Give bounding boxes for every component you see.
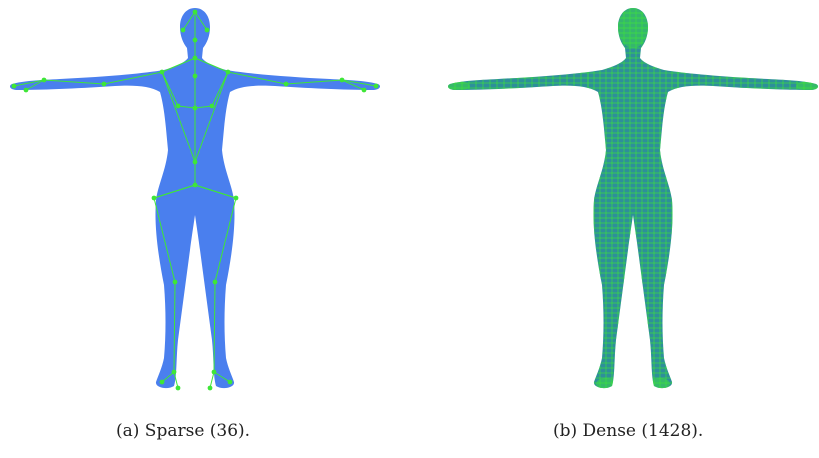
- keypoint-neck: [193, 56, 198, 61]
- mesh-head-dense: [618, 8, 648, 48]
- keypoint-spine1: [193, 74, 198, 79]
- keypoint-ankL: [172, 370, 177, 375]
- keypoint-hd2L: [24, 88, 29, 93]
- keypoint-hipR: [234, 196, 239, 201]
- keypoint-toeL: [160, 380, 165, 385]
- keypoint-kneeR: [213, 280, 218, 285]
- mesh-foot-dense: [650, 378, 670, 390]
- keypoint-chL: [176, 104, 181, 109]
- caption-dense: (b) Dense (1428).: [553, 421, 703, 441]
- keypoint-pelvis: [193, 160, 198, 165]
- sparse-body-illustration: [0, 0, 390, 410]
- keypoint-kneeL: [173, 280, 178, 285]
- keypoint-spine2: [193, 106, 198, 111]
- keypoint-shL: [160, 70, 165, 75]
- keypoint-toeR: [228, 380, 233, 385]
- skeleton-bone: [210, 372, 214, 388]
- keypoint-navel: [193, 183, 198, 188]
- keypoint-elR: [284, 82, 289, 87]
- figure-panel-sparse: [0, 0, 390, 458]
- figure-panel-dense: [438, 0, 819, 458]
- keypoint-wrR: [340, 78, 345, 83]
- keypoint-elL: [102, 82, 107, 87]
- keypoint-heelR: [208, 386, 213, 391]
- keypoint-mouth: [193, 38, 198, 43]
- keypoint-wrL: [42, 78, 47, 83]
- keypoint-eyeR: [205, 28, 210, 33]
- mesh-hand-dense: [442, 81, 470, 91]
- keypoint-eyeL: [181, 28, 186, 33]
- keypoint-head: [193, 10, 198, 15]
- keypoint-hd2R: [362, 88, 367, 93]
- keypoint-shR: [226, 70, 231, 75]
- dense-body-illustration: [438, 0, 819, 410]
- keypoint-heelL: [176, 386, 181, 391]
- keypoint-chR: [210, 104, 215, 109]
- keypoint-hdL: [12, 84, 17, 89]
- keypoint-ankR: [212, 370, 217, 375]
- caption-sparse: (a) Sparse (36).: [116, 421, 250, 441]
- keypoint-hdR: [374, 84, 379, 89]
- mesh-foot-dense: [596, 378, 616, 390]
- keypoint-hipL: [152, 196, 157, 201]
